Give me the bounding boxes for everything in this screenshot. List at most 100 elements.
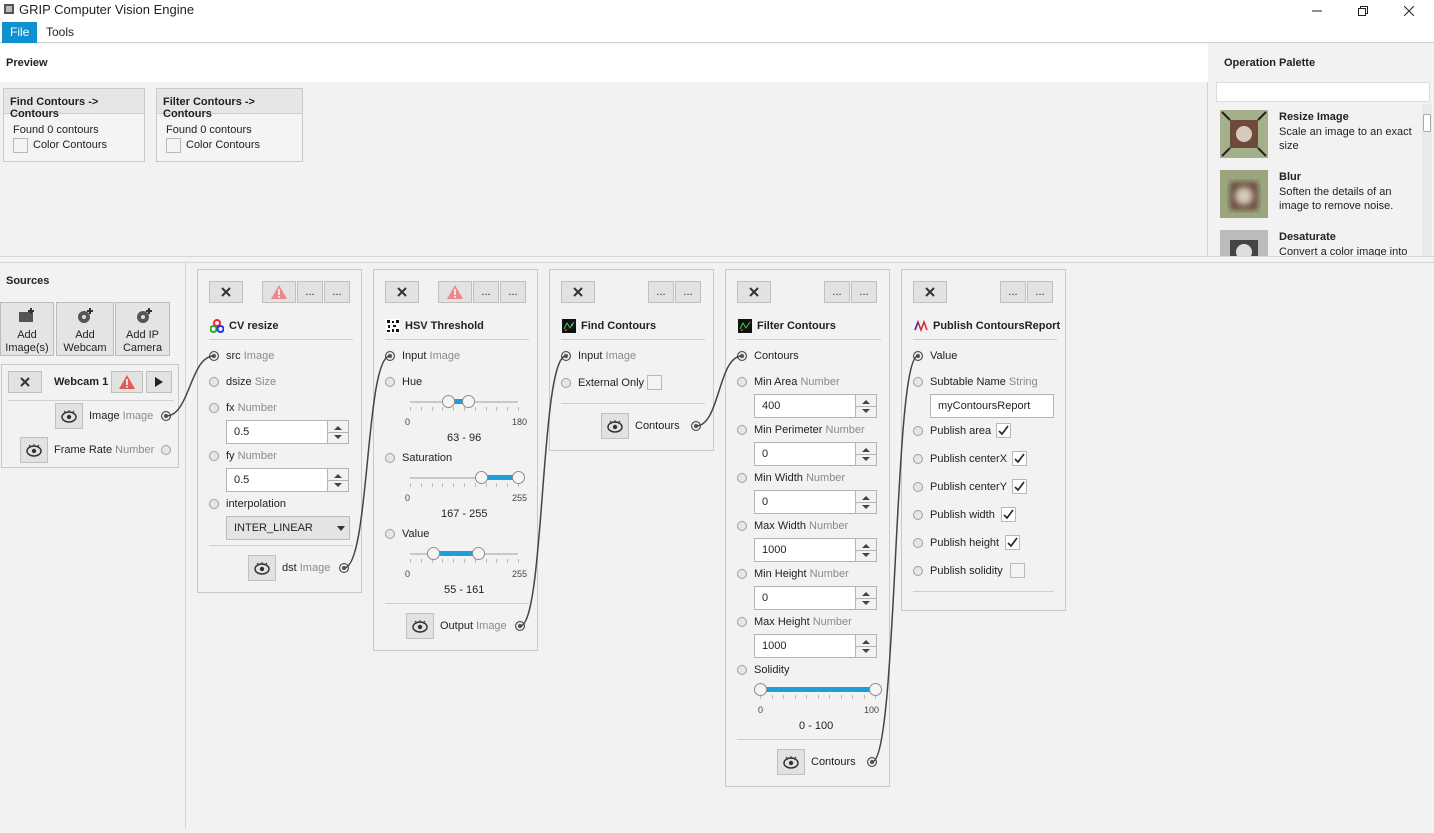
preview-toggle-button[interactable] (248, 555, 276, 581)
value-range-slider[interactable] (404, 547, 524, 575)
preview-toggle-button[interactable] (55, 403, 83, 429)
min-perimeter-spinner-arrows[interactable] (855, 442, 877, 466)
publish-height-checkbox[interactable] (1005, 535, 1020, 550)
max-width-input[interactable]: 1000 (754, 538, 856, 562)
remove-step-button[interactable] (913, 281, 947, 303)
max-height-socket[interactable] (737, 617, 747, 627)
remove-step-button[interactable] (209, 281, 243, 303)
solidity-range-slider[interactable] (754, 683, 882, 711)
dsize-input-socket[interactable] (209, 377, 219, 387)
minimize-button[interactable] (1294, 0, 1340, 22)
fy-spinner-arrows[interactable] (327, 468, 349, 492)
slider-low-knob[interactable] (754, 683, 767, 696)
palette-list[interactable]: Resize Image Scale an image to an exact … (1216, 104, 1424, 256)
hue-range-slider[interactable] (404, 395, 524, 423)
slider-high-knob[interactable] (512, 471, 525, 484)
slider-high-knob[interactable] (869, 683, 882, 696)
add-images-button[interactable]: Add Image(s) (0, 302, 54, 356)
filter-input-socket[interactable] (737, 351, 747, 361)
hue-input-socket[interactable] (385, 377, 395, 387)
palette-item-resize[interactable]: Resize Image Scale an image to an exact … (1216, 104, 1424, 162)
move-right-button[interactable]: ... (675, 281, 701, 303)
preview-toggle-button[interactable] (20, 437, 48, 463)
slider-low-knob[interactable] (441, 395, 455, 408)
hsv-input-socket[interactable] (385, 351, 395, 361)
fy-spinner-input[interactable]: 0.5 (226, 468, 328, 492)
webcam-framerate-socket[interactable] (161, 445, 171, 455)
filter-output-socket[interactable] (867, 757, 877, 767)
external-only-socket[interactable] (561, 378, 571, 388)
slider-low-knob[interactable] (427, 547, 441, 560)
min-width-input[interactable]: 0 (754, 490, 856, 514)
remove-source-button[interactable] (8, 371, 42, 393)
fx-spinner-input[interactable]: 0.5 (226, 420, 328, 444)
min-height-socket[interactable] (737, 569, 747, 579)
slider-high-knob[interactable] (472, 547, 486, 560)
publish-value-socket[interactable] (913, 351, 923, 361)
min-width-spinner-arrows[interactable] (855, 490, 877, 514)
remove-step-button[interactable] (561, 281, 595, 303)
publish-centerx-socket[interactable] (913, 454, 923, 464)
step-filter-contours[interactable] (725, 269, 890, 787)
max-width-spinner-arrows[interactable] (855, 538, 877, 562)
min-area-input[interactable]: 400 (754, 394, 856, 418)
fy-input-socket[interactable] (209, 451, 219, 461)
max-height-spinner-arrows[interactable] (855, 634, 877, 658)
slider-high-knob[interactable] (461, 395, 475, 408)
palette-search-input[interactable] (1216, 82, 1430, 102)
step-warning-button[interactable] (438, 281, 472, 303)
move-left-button[interactable]: ... (473, 281, 499, 303)
publish-centery-checkbox[interactable] (1012, 479, 1027, 494)
move-left-button[interactable]: ... (297, 281, 323, 303)
preview-toggle-button[interactable] (601, 413, 629, 439)
slider-low-knob[interactable] (474, 471, 488, 484)
start-webcam-button[interactable] (146, 371, 172, 393)
palette-item-blur[interactable]: Blur Soften the details of an image to r… (1216, 164, 1424, 222)
remove-step-button[interactable] (385, 281, 419, 303)
dst-output-socket[interactable] (339, 563, 349, 573)
publish-area-checkbox[interactable] (996, 423, 1011, 438)
max-width-socket[interactable] (737, 521, 747, 531)
move-right-button[interactable]: ... (851, 281, 877, 303)
max-height-input[interactable]: 1000 (754, 634, 856, 658)
interpolation-dropdown[interactable]: INTER_LINEAR (226, 516, 350, 540)
add-webcam-button[interactable]: Add Webcam (56, 302, 114, 356)
hsv-output-socket[interactable] (515, 621, 525, 631)
split-divider[interactable] (0, 256, 1434, 263)
min-area-socket[interactable] (737, 377, 747, 387)
value-input-socket[interactable] (385, 529, 395, 539)
color-contours-checkbox[interactable] (13, 138, 28, 153)
restore-button[interactable] (1340, 0, 1386, 22)
preview-toggle-button[interactable] (406, 613, 434, 639)
solidity-socket[interactable] (737, 665, 747, 675)
find-input-socket[interactable] (561, 351, 571, 361)
publish-centerx-checkbox[interactable] (1012, 451, 1027, 466)
move-left-button[interactable]: ... (824, 281, 850, 303)
min-area-spinner-arrows[interactable] (855, 394, 877, 418)
external-only-checkbox[interactable] (647, 375, 662, 390)
move-right-button[interactable]: ... (324, 281, 350, 303)
move-right-button[interactable]: ... (500, 281, 526, 303)
add-ip-camera-button[interactable]: Add IP Camera (115, 302, 170, 356)
min-height-spinner-arrows[interactable] (855, 586, 877, 610)
palette-item-desaturate[interactable]: Desaturate Convert a color image into (1216, 224, 1424, 256)
saturation-input-socket[interactable] (385, 453, 395, 463)
src-input-socket[interactable] (209, 351, 219, 361)
fx-spinner-arrows[interactable] (327, 420, 349, 444)
subtable-name-input[interactable]: myContoursReport (930, 394, 1054, 418)
preview-toggle-button[interactable] (777, 749, 805, 775)
interpolation-input-socket[interactable] (209, 499, 219, 509)
min-perimeter-socket[interactable] (737, 425, 747, 435)
publish-solidity-checkbox[interactable] (1010, 563, 1025, 578)
fx-input-socket[interactable] (209, 403, 219, 413)
step-publish-contours-report[interactable] (901, 269, 1066, 611)
menu-tools[interactable]: Tools (46, 25, 75, 39)
menu-file[interactable]: File (2, 22, 38, 43)
remove-step-button[interactable] (737, 281, 771, 303)
publish-area-socket[interactable] (913, 426, 923, 436)
min-height-input[interactable]: 0 (754, 586, 856, 610)
palette-scrollbar[interactable] (1422, 104, 1432, 256)
publish-solidity-socket[interactable] (913, 566, 923, 576)
move-left-button[interactable]: ... (1000, 281, 1026, 303)
close-window-button[interactable] (1386, 0, 1432, 22)
